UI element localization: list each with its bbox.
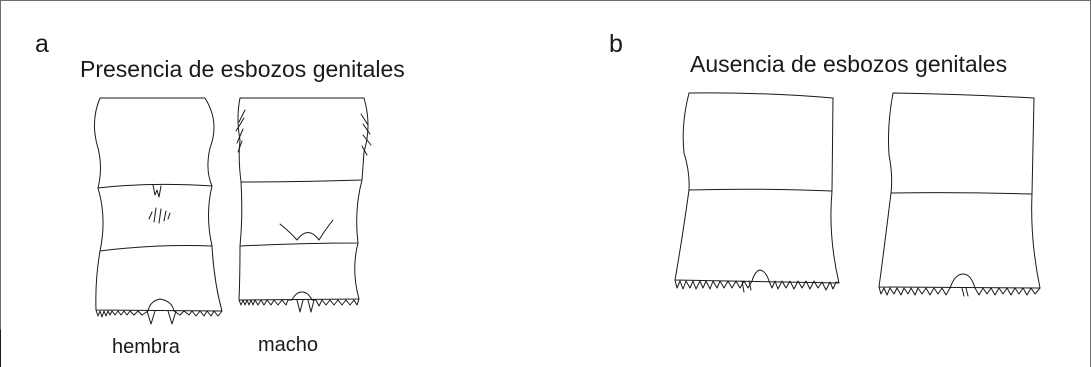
specimen-b-right: [878, 92, 1041, 297]
hembra-lower-segment: [95, 245, 223, 312]
hembra-upper-segment: [94, 97, 215, 189]
b-left-lower-edge: [674, 269, 840, 291]
macho-bristles-left: [235, 109, 246, 153]
caption-macho: macho: [258, 334, 319, 356]
macho-middle-segment: [239, 179, 363, 247]
b-left-lower-segment: [674, 189, 840, 284]
caption-hembra: hembra: [112, 336, 180, 358]
macho-genital-bud: [279, 219, 334, 241]
specimen-b-left: [674, 92, 840, 293]
hembra-gonopod-left: [146, 310, 156, 325]
hembra-middle-segment: [97, 185, 213, 252]
panel-b-letter: b: [609, 30, 623, 58]
macho-gonopod-right: [307, 299, 315, 313]
hembra-lower-edge: [95, 298, 223, 318]
hembra-genital-bud-mid: [148, 207, 171, 224]
b-left-upper-segment: [682, 92, 834, 192]
macho-upper-segment: [237, 97, 369, 183]
hembra-gonopod-right: [167, 310, 177, 325]
specimen-macho: [235, 97, 372, 313]
b-right-lower-edge: [878, 273, 1041, 296]
b-right-lower-segment: [878, 192, 1041, 289]
specimen-hembra: [94, 97, 223, 325]
hembra-genital-bud-upper: [152, 184, 162, 198]
macho-lower-segment: [238, 242, 360, 301]
macho-lower-edge: [238, 291, 360, 307]
macho-bristles-right: [360, 113, 372, 156]
b-right-upper-segment: [888, 92, 1035, 195]
panel-a-letter: a: [35, 30, 49, 58]
macho-gonopod-left: [296, 299, 304, 313]
panel-a-heading: Presencia de esbozos genitales: [80, 56, 405, 82]
b-left-small-spines: [741, 280, 752, 293]
b-right-small-spines: [961, 287, 969, 297]
panel-b-heading: Ausencia de esbozos genitales: [690, 51, 1008, 77]
